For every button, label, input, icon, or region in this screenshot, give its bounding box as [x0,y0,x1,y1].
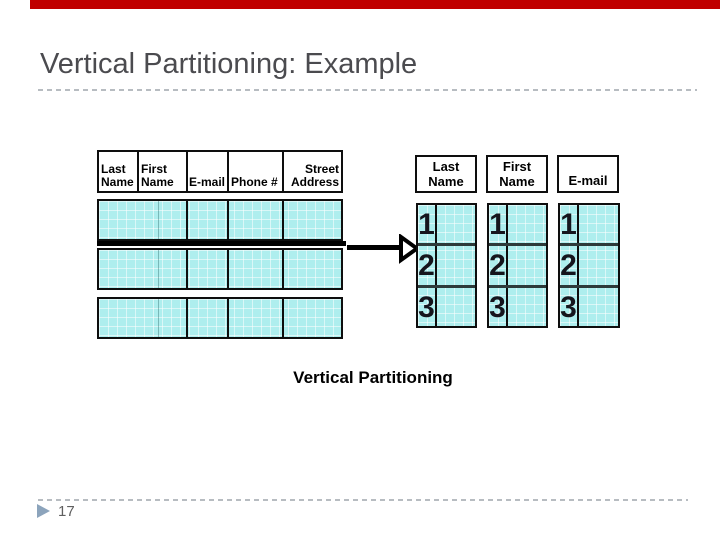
header-cell-last-name: Last Name [99,152,139,191]
source-table-row [97,199,343,241]
row-number: 3 [489,291,506,324]
column-divider [158,299,159,337]
row-divider [489,243,546,246]
number-column-divider [506,205,508,326]
partition-table-email: 1 2 3 [558,203,620,328]
column-divider [158,250,159,288]
column-divider [186,201,188,239]
row-number: 1 [489,208,506,241]
row-number: 2 [418,249,435,282]
header-cell-street-address: Street Address [290,162,339,189]
arrow-head-icon [399,234,420,264]
slide-title: Vertical Partitioning: Example [40,48,418,80]
column-divider [158,201,159,239]
column-divider [282,299,284,337]
partition-header-email: E-mail [557,155,619,193]
page-number: 17 [58,503,75,520]
row-number: 1 [418,208,435,241]
accent-bar [30,0,720,9]
source-table-row [97,297,343,339]
row-number: 3 [418,291,435,324]
row-divider [560,285,618,288]
row-divider [560,243,618,246]
row-number: 1 [560,208,577,241]
row-divider [489,285,546,288]
row-number: 2 [489,249,506,282]
partition-table-first-name: 1 2 3 [487,203,548,328]
row-thick-underline [97,241,346,246]
title-divider [38,89,697,91]
number-column-divider [435,205,437,326]
header-cell-first-name: First Name [139,152,188,191]
number-column-divider [577,205,579,326]
row-number: 2 [560,249,577,282]
source-table-row [97,248,343,290]
row-divider [418,243,475,246]
footer-divider [38,499,688,501]
column-divider [186,250,188,288]
diagram-caption: Vertical Partitioning [293,368,453,387]
partition-header-first-name: First Name [486,155,548,193]
column-divider [282,201,284,239]
column-divider [186,299,188,337]
row-number: 3 [560,291,577,324]
row-divider [418,285,475,288]
partition-header-last-name: Last Name [415,155,477,193]
column-divider [282,250,284,288]
header-cell-phone: Phone # [229,152,284,191]
partition-table-last-name: 1 2 3 [416,203,477,328]
column-divider [227,250,229,288]
column-divider [227,201,229,239]
column-divider [227,299,229,337]
arrow-shaft [347,245,402,250]
header-cell-email: E-mail [188,152,229,191]
source-table-header: Last Name First Name E-mail Phone # Stre… [97,150,343,193]
slide-bullet-icon [37,504,50,518]
